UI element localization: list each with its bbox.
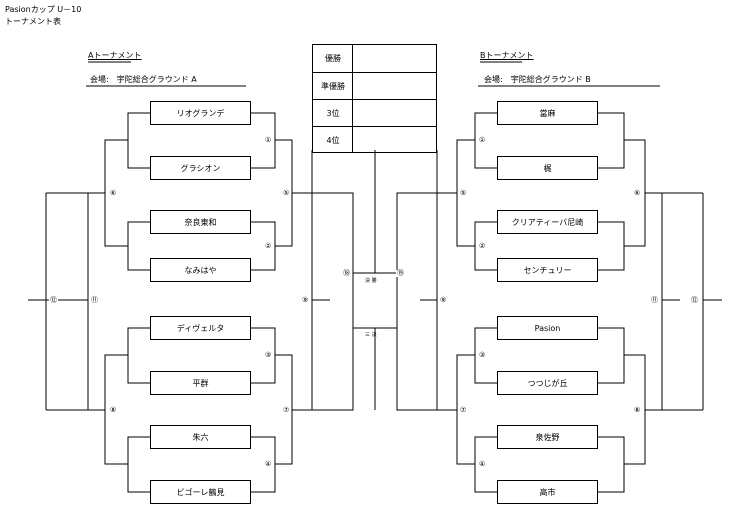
match-number-a11: ⑪	[90, 296, 99, 304]
block-b-venue: 会場: 宇陀総合グラウンド B	[484, 75, 591, 84]
third-place-label: 三 決	[365, 332, 377, 338]
match-number-b12: ⑫	[690, 296, 699, 304]
match-number-a1: ①	[264, 136, 273, 144]
team-a-4: なみはや	[150, 258, 251, 282]
match-number-b8: ⑧	[633, 406, 642, 414]
page-title: Pasionカップ U－10	[5, 5, 82, 14]
match-number-b5: ⑤	[459, 189, 468, 197]
result-label-3: 3位	[313, 100, 353, 127]
team-b-2: 梶	[497, 156, 598, 180]
team-b-3: クリアティーバ尼崎	[497, 210, 598, 234]
match-number-b11: ⑪	[650, 296, 659, 304]
match-number-b2: ②	[478, 242, 487, 250]
team-a-8: ビゴーレ鶴見	[150, 480, 251, 504]
block-a-venue: 会場: 宇陀総合グラウンド A	[90, 75, 197, 84]
match-number-b3: ③	[478, 351, 487, 359]
result-label-4: 4位	[326, 135, 340, 145]
result-label-1: 優勝	[313, 45, 353, 73]
team-b-1: 當麻	[497, 101, 598, 125]
match-number-a6: ⑥	[109, 189, 118, 197]
match-number-18: ⑱	[342, 269, 351, 277]
match-number-b1: ①	[478, 136, 487, 144]
match-number-a5: ⑤	[282, 189, 291, 197]
final-label: 決 勝	[365, 278, 377, 284]
match-number-19: ⑲	[396, 269, 405, 277]
match-number-a3: ③	[264, 351, 273, 359]
match-number-b6: ⑥	[633, 189, 642, 197]
match-number-b9: ⑨	[439, 296, 448, 304]
result-divider	[353, 72, 436, 73]
result-label-2: 準優勝	[313, 73, 353, 100]
page-subtitle: トーナメント表	[5, 17, 61, 26]
match-number-a4: ④	[264, 460, 273, 468]
match-number-a8: ⑧	[109, 406, 118, 414]
team-b-6: つつじが丘	[497, 371, 598, 395]
team-a-1: リオグランデ	[150, 101, 251, 125]
team-b-4: センチュリー	[497, 258, 598, 282]
team-b-5: Pasion	[497, 316, 598, 340]
match-number-a9: ⑨	[301, 296, 310, 304]
team-a-7: 朱六	[150, 425, 251, 449]
match-number-b7: ⑦	[459, 406, 468, 414]
match-number-a2: ②	[264, 242, 273, 250]
team-a-3: 奈良東和	[150, 210, 251, 234]
team-a-6: 平群	[150, 371, 251, 395]
team-b-8: 高市	[497, 480, 598, 504]
match-number-a7: ⑦	[282, 406, 291, 414]
result-divider	[353, 99, 436, 100]
team-a-5: ディヴェルタ	[150, 316, 251, 340]
team-b-7: 泉佐野	[497, 425, 598, 449]
match-number-a12: ⑫	[49, 296, 58, 304]
block-a-title: Aトーナメント	[88, 51, 142, 60]
team-a-2: グラシオン	[150, 156, 251, 180]
match-number-b4: ④	[478, 460, 487, 468]
results-table: 優勝 準優勝 3位 4位	[312, 44, 437, 153]
block-b-title: Bトーナメント	[480, 51, 534, 60]
result-divider	[353, 126, 436, 127]
